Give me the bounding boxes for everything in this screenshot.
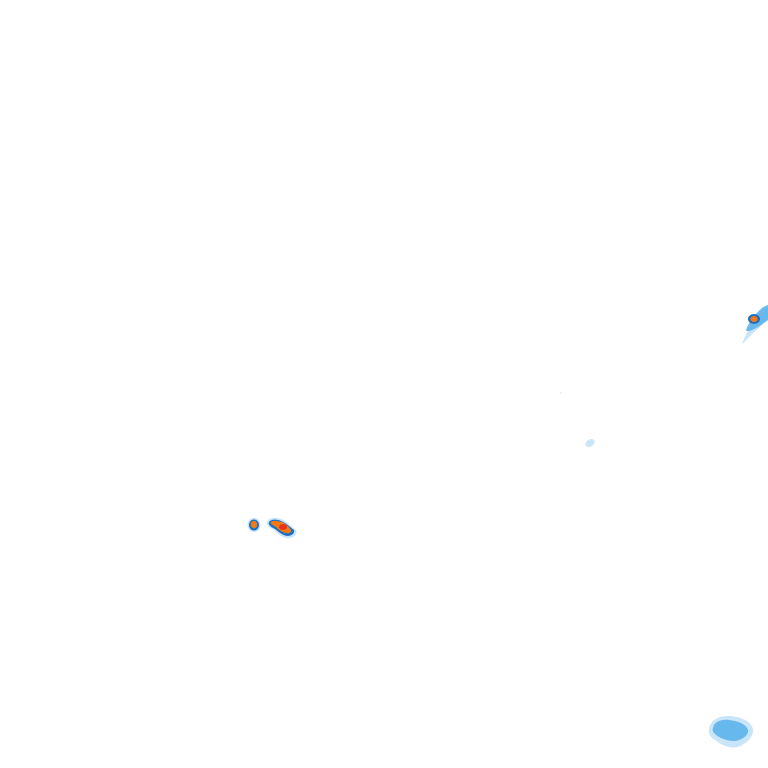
echo-intense-core [250, 520, 258, 529]
echo-faint-dot [560, 392, 562, 394]
echo-extreme-core [279, 524, 287, 530]
echo-cluster-southwest-main [266, 517, 297, 538]
echo-cluster-southwest-small [247, 518, 261, 532]
echo-cluster-east-edge [742, 305, 768, 344]
echo-cluster-center-faint [560, 392, 595, 448]
echo-medium-band [712, 719, 749, 741]
echo-intense-core [750, 316, 758, 322]
echo-light-spot [585, 438, 595, 448]
echo-cluster-southeast [708, 716, 754, 748]
